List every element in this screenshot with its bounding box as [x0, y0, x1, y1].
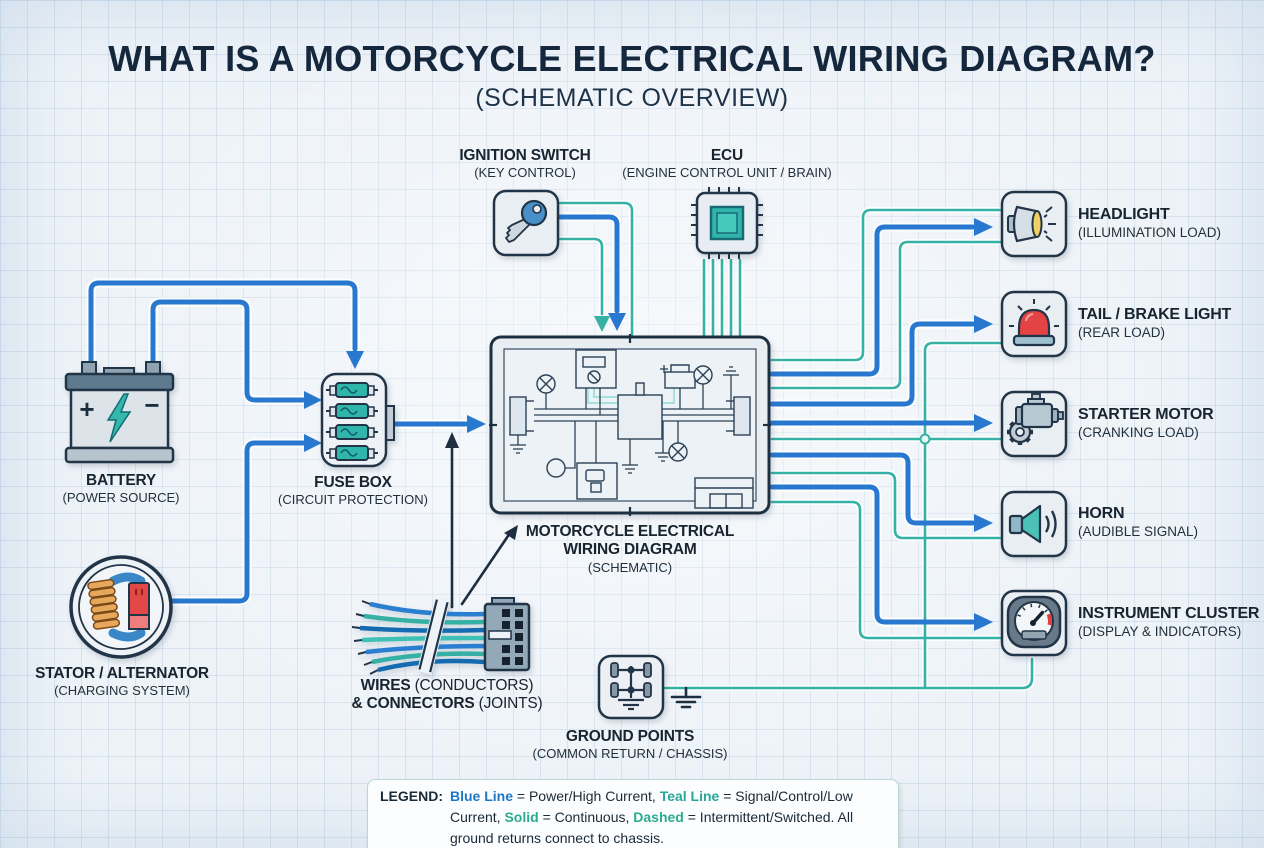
fuse-box-icon — [318, 370, 398, 475]
sound-wave — [1044, 515, 1050, 533]
odometer — [1021, 630, 1047, 640]
starter-motor-label: STARTER MOTOR (CRANKING LOAD) — [1078, 406, 1214, 441]
legend-title: LEGEND: — [380, 788, 443, 804]
stator-alternator-label: STATOR / ALTERNATOR (CHARGING SYSTEM) — [35, 665, 209, 699]
page-subtitle: (SCHEMATIC OVERVIEW) — [475, 84, 789, 112]
starter-motor-icon — [1000, 390, 1068, 463]
light-rays — [1043, 206, 1056, 242]
fuse-row — [326, 382, 378, 398]
battery-minus-sign: − — [144, 390, 159, 420]
schematic-teal-traces — [587, 388, 675, 404]
battery-label: BATTERY (POWER SOURCE) — [62, 472, 180, 506]
fuse-row — [326, 424, 378, 440]
gauge-redline — [1046, 613, 1052, 626]
wires-connectors-label: WIRES (CONDUCTORS) & CONNECTORS (JOINTS) — [351, 677, 543, 713]
schematic-label: MOTORCYCLE ELECTRICAL WIRING DIAGRAM (SC… — [525, 523, 735, 575]
ground-points-icon — [597, 654, 665, 727]
coil-icon — [87, 579, 121, 630]
wire-tips — [351, 600, 379, 675]
bundle-break-mark — [417, 597, 450, 675]
chassis-ground-symbol — [670, 686, 702, 709]
headlight-icon — [1000, 190, 1068, 263]
instrument-cluster-label: INSTRUMENT CLUSTER (DISPLAY & INDICATORS… — [1078, 605, 1260, 640]
chassis-icon — [610, 662, 652, 711]
key-icon — [505, 199, 548, 243]
lightning-bolt-icon — [106, 393, 132, 443]
magnet-icon — [128, 582, 150, 630]
horn-label: HORN (AUDIBLE SIGNAL) — [1078, 505, 1199, 540]
central-wiring-schematic — [488, 333, 772, 522]
battery-icon: + − — [62, 360, 177, 469]
tail-brake-light-icon — [1000, 290, 1068, 363]
sound-wave — [1050, 510, 1057, 538]
light-rays — [1009, 299, 1059, 327]
schematic-parts — [509, 349, 754, 509]
blue-arrowheads — [304, 218, 993, 631]
fuse-row — [326, 445, 378, 461]
tail-brake-light-label: TAIL / BRAKE LIGHT (REAR LOAD) — [1078, 306, 1232, 341]
battery-plus-sign: + — [79, 394, 94, 424]
connector-block-icon — [483, 597, 531, 672]
wire-junction-node — [919, 433, 931, 445]
horn-icon — [1000, 490, 1068, 563]
fuse-row — [326, 403, 378, 419]
page-title: WHAT IS A MOTORCYCLE ELECTRICAL WIRING D… — [108, 38, 1156, 79]
wires-connectors-icon — [351, 596, 542, 685]
ecu-label: ECU (ENGINE CONTROL UNIT / BRAIN) — [622, 147, 832, 181]
stator-wire-top — [108, 572, 146, 586]
ground-points-label: GROUND POINTS (COMMON RETURN / CHASSIS) — [532, 728, 728, 762]
stator-wire-bottom — [108, 628, 146, 642]
teal-arrowhead — [594, 316, 610, 332]
annotation-arrows — [445, 432, 518, 609]
fuse-box-label: FUSE BOX (CIRCUIT PROTECTION) — [278, 474, 428, 508]
instrument-cluster-icon — [1000, 589, 1068, 664]
legend-box: LEGEND: Blue Line = Power/High Current, … — [367, 779, 899, 848]
stator-alternator-icon — [67, 553, 175, 666]
ecu-chip-icon — [689, 185, 765, 266]
ignition-switch-icon — [492, 189, 560, 262]
motor-body — [1015, 393, 1064, 429]
ignition-switch-label: IGNITION SWITCH (KEY CONTROL) — [459, 147, 591, 181]
headlight-label: HEADLIGHT (ILLUMINATION LOAD) — [1078, 206, 1222, 241]
legend-text: Blue Line = Power/High Current, Teal Lin… — [450, 788, 854, 846]
